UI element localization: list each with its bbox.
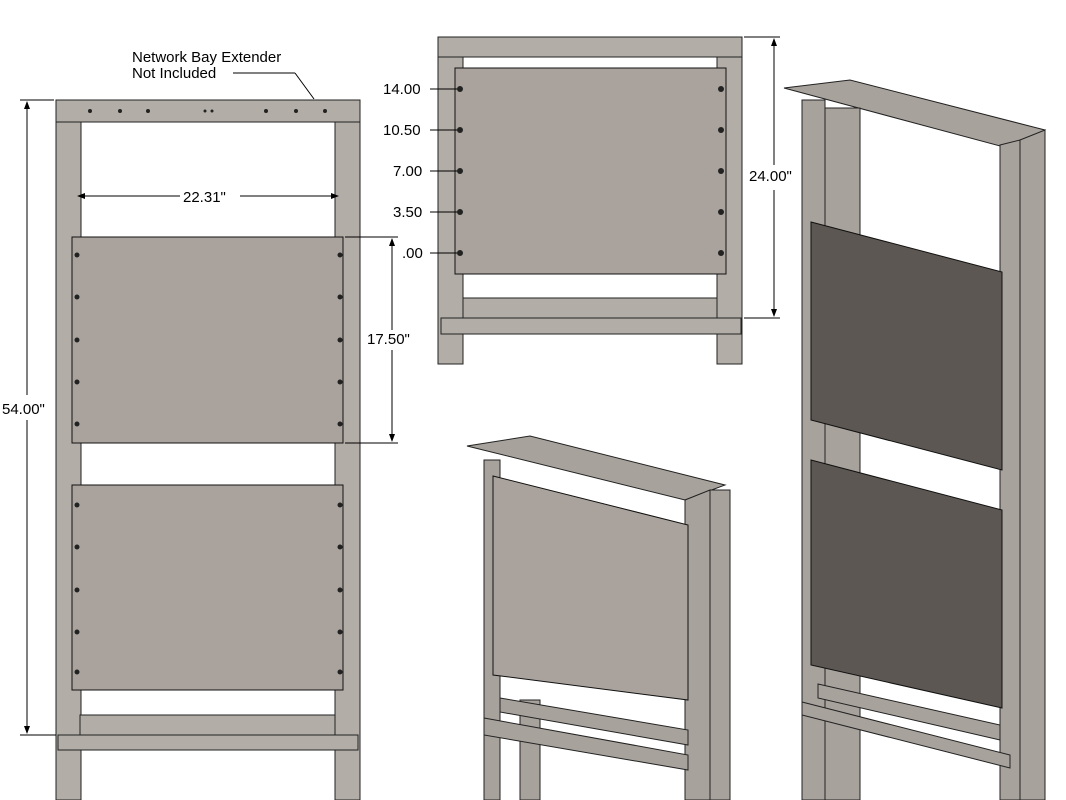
- width-dimension: 22.31": [183, 189, 226, 206]
- iso-view-small: [466, 435, 731, 800]
- front-view: [20, 72, 398, 800]
- scale-mark-14: 14.00: [383, 81, 421, 98]
- panel-height-dimension: 17.50": [367, 331, 410, 348]
- panel-lower: [71, 484, 344, 691]
- callout-line1: Network Bay Extender: [132, 49, 281, 66]
- callout-line2: Not Included: [132, 65, 216, 82]
- scale-mark-3-5: 3.50: [393, 204, 422, 221]
- panel-upper: [71, 236, 344, 444]
- scale-mark-10-5: 10.50: [383, 122, 421, 139]
- bottom-rail: [79, 714, 336, 736]
- mounting-holes: [74, 109, 343, 675]
- dimension-lines: [20, 72, 398, 736]
- top-view: [430, 36, 780, 365]
- scale-mark-7: 7.00: [393, 163, 422, 180]
- scale-mark-0: .00: [402, 245, 423, 262]
- left-upright: [55, 121, 82, 800]
- right-upright: [334, 121, 361, 800]
- top-rail: [55, 99, 361, 123]
- dark-panel-upper: [810, 221, 1003, 471]
- base-bar: [57, 734, 359, 751]
- top-view-panel: [454, 67, 727, 275]
- total-height-dimension: 54.00": [2, 401, 45, 418]
- iso-view-tall: [783, 79, 1047, 800]
- dark-panel-lower: [810, 459, 1003, 709]
- top-height-dimension: 24.00": [749, 168, 792, 185]
